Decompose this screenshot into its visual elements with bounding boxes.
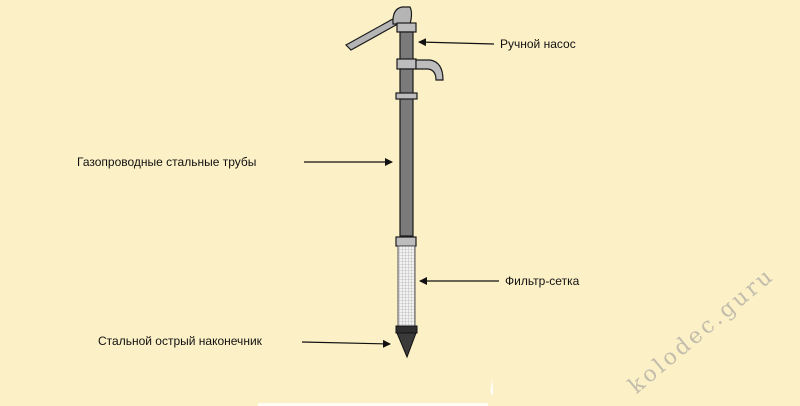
label-hand-pump: Ручной насос (500, 37, 576, 51)
bottom-strip (258, 403, 488, 406)
pump-handle (345, 6, 413, 51)
steel-tip (395, 325, 418, 359)
arrow-pump (418, 38, 495, 47)
label-steel-pipes: Газопроводные стальные трубы (77, 155, 257, 169)
arrow-tip (301, 339, 391, 348)
hand-pump (396, 22, 444, 81)
label-filter-mesh: Фильтр-сетка (505, 274, 580, 288)
bottom-flicker (490, 378, 494, 396)
label-steel-tip: Стальной острый наконечник (98, 334, 262, 348)
steel-pipe (395, 68, 418, 247)
filter-mesh (397, 245, 416, 327)
